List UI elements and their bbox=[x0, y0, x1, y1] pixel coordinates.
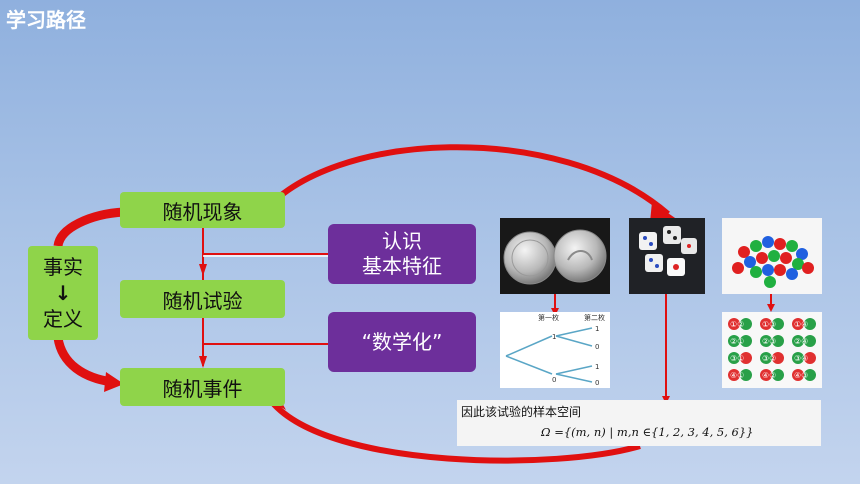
ball-pair: ②④ bbox=[792, 335, 816, 347]
ball-pair: ④② bbox=[760, 369, 784, 381]
tree-second-coin: 第二枚 bbox=[584, 313, 605, 322]
ball-pair-label: ④③ bbox=[794, 371, 808, 380]
random-phenomenon-label: 随机现象 bbox=[162, 199, 243, 224]
ball-pair-label: ③④ bbox=[794, 354, 808, 363]
ball-pair-label: ③② bbox=[762, 354, 776, 363]
tree-node: 1 bbox=[552, 333, 556, 341]
mathematize-box: “数学化” bbox=[328, 312, 476, 372]
recognize-line1: 认识 bbox=[382, 229, 422, 253]
random-event-box: 随机事件 bbox=[120, 368, 285, 406]
tree-leaf: 1 bbox=[595, 325, 599, 333]
random-event-label: 随机事件 bbox=[162, 376, 243, 401]
tree-leaf: 1 bbox=[595, 363, 599, 371]
random-trial-label: 随机试验 bbox=[162, 288, 243, 313]
ball-pair: ④③ bbox=[792, 369, 816, 381]
mathematize-label: “数学化” bbox=[361, 329, 443, 354]
ball-pair: ③① bbox=[728, 352, 752, 364]
random-phenomenon-box: 随机现象 bbox=[120, 192, 285, 228]
definition-label: 定义 bbox=[43, 307, 83, 331]
recognize-line2: 基本特征 bbox=[362, 254, 442, 278]
sample-space-formula: Ω ={(m, n) | m,n ∈{1, 2, 3, 4, 5, 6}} bbox=[541, 425, 754, 439]
dice-image bbox=[629, 218, 705, 294]
colored-balls-image bbox=[722, 218, 822, 294]
ball-pair: ④① bbox=[728, 369, 752, 381]
tree-node: 0 bbox=[552, 376, 556, 384]
ball-pair-label: ①④ bbox=[794, 320, 808, 329]
down-arrow-icon: ↓ bbox=[54, 281, 72, 305]
arc-top-head bbox=[650, 202, 678, 222]
ball-pair: ③④ bbox=[792, 352, 816, 364]
random-trial-box: 随机试验 bbox=[120, 280, 285, 318]
tree-leaf: 0 bbox=[595, 379, 599, 387]
tree-leaf: 0 bbox=[595, 343, 599, 351]
arc-left-down-head bbox=[104, 372, 124, 392]
ball-pair: ②① bbox=[728, 335, 752, 347]
coin-tree-diagram: 第一枚 第二枚 1 0 1 0 1 0 bbox=[500, 312, 610, 388]
arc-top bbox=[259, 144, 670, 217]
ball-pair-label: ④① bbox=[730, 371, 744, 380]
numbered-balls-grid: ①② ①③ ①④ ②① ②③ ②④ ③① ③② ③④ ④① ④② ④③ bbox=[722, 312, 822, 388]
ball-pair: ③② bbox=[760, 352, 784, 364]
arc-bottom bbox=[269, 400, 641, 464]
sample-space-line1: 因此该试验的样本空间 bbox=[461, 405, 582, 419]
ball-pair-label: ②③ bbox=[762, 337, 776, 346]
ball-pair-label: ④② bbox=[762, 371, 776, 380]
ball-pair: ②③ bbox=[760, 335, 784, 347]
ball-pair-label: ②① bbox=[730, 337, 744, 346]
ball-pair-label: ①② bbox=[730, 320, 744, 329]
sample-space-text: 因此该试验的样本空间 Ω ={(m, n) | m,n ∈{1, 2, 3, 4… bbox=[457, 400, 821, 446]
ball-pair: ①④ bbox=[792, 318, 816, 330]
fact-definition-box: 事实 ↓ 定义 bbox=[28, 246, 98, 340]
fact-label: 事实 bbox=[43, 255, 83, 279]
coins-image bbox=[500, 218, 610, 294]
ball-pair-label: ②④ bbox=[794, 337, 808, 346]
ball-pair: ①③ bbox=[760, 318, 784, 330]
page-title: 学习路径 bbox=[6, 8, 86, 32]
recognize-features-box: 认识 基本特征 bbox=[328, 224, 476, 284]
arc-left-up bbox=[53, 207, 125, 248]
ball-pair-label: ①③ bbox=[762, 320, 776, 329]
ball-pair: ①② bbox=[728, 318, 752, 330]
ball-pair-label: ③① bbox=[730, 354, 744, 363]
tree-first-coin: 第一枚 bbox=[538, 313, 559, 322]
arc-left-down bbox=[53, 337, 113, 387]
